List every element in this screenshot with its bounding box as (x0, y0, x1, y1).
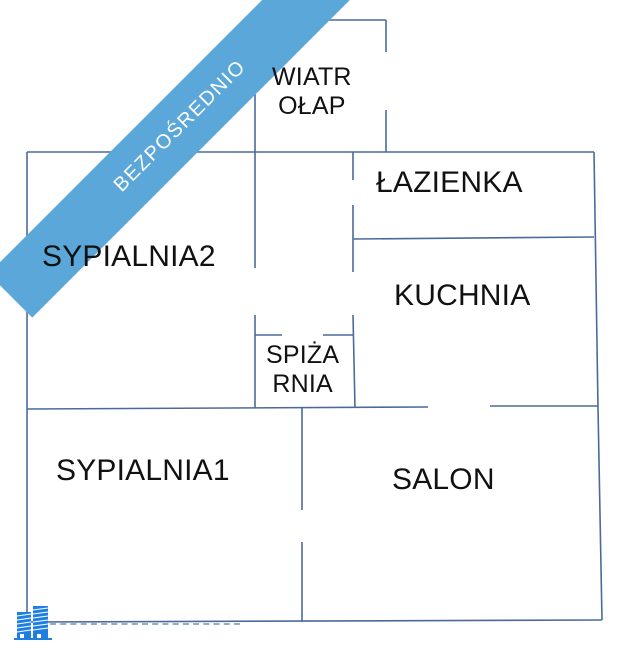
room-label-salon: SALON (392, 463, 495, 496)
wiatrolap-line-1: WIATR (272, 63, 352, 91)
buildings-icon (14, 606, 52, 640)
room-label-sypialnia1: SYPIALNIA1 (56, 454, 230, 487)
room-label-spizarnia: SPIŻA RNIA (266, 341, 339, 399)
room-label-kuchnia: KUCHNIA (394, 279, 531, 312)
room-label-wiatrolap: WIATR OŁAP (272, 63, 352, 121)
wiatrolap-line-2: OŁAP (278, 91, 346, 120)
spizarnia-line-1: SPIŻA (266, 341, 340, 369)
room-label-sypialnia2: SYPIALNIA2 (42, 240, 216, 273)
spizarnia-line-2: RNIA (272, 369, 333, 398)
watermark-line (50, 623, 240, 625)
room-label-lazienka: ŁAZIENKA (376, 166, 523, 199)
